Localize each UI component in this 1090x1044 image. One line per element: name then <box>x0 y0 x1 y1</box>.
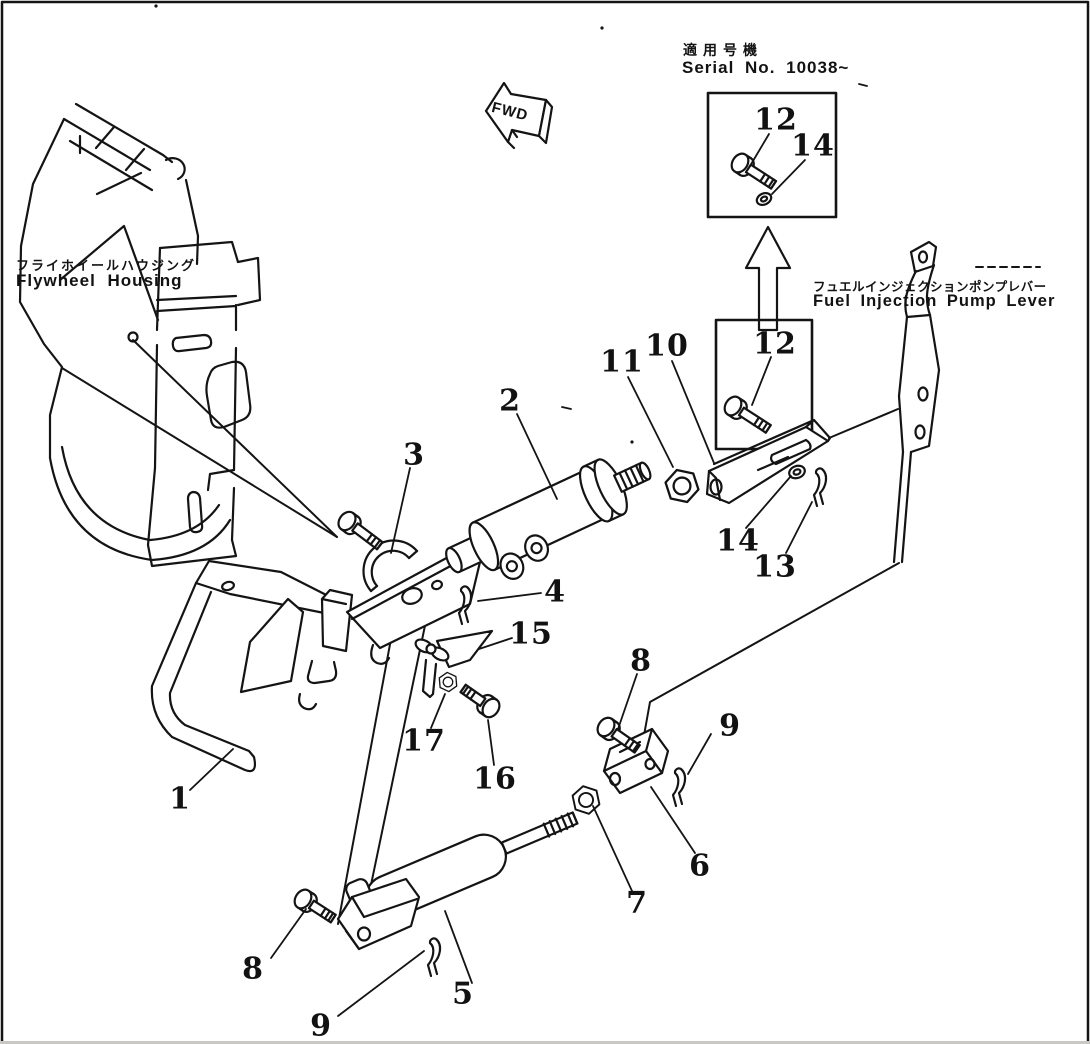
part-label-2: 2 <box>499 383 521 419</box>
part-label-10: 10 <box>645 328 689 364</box>
part-label-8-mid: 8 <box>630 643 652 679</box>
part-label-12-serial: 12 <box>754 102 798 138</box>
serial-caption-en: Serial No. 10038~ <box>682 58 850 77</box>
specks <box>154 4 634 444</box>
nut-11 <box>664 468 700 504</box>
part-label-17: 17 <box>402 723 446 759</box>
serial-caption-jp: 適用号機 <box>683 43 763 59</box>
bolt-12-top <box>730 152 778 190</box>
flywheel-housing-caption-jp: フライホイールハウジング <box>16 259 197 274</box>
part-label-8-bottom: 8 <box>242 951 264 987</box>
part-label-11: 11 <box>600 344 644 380</box>
fwd-arrow-icon <box>484 81 554 150</box>
part-label-13: 13 <box>753 549 797 585</box>
pump-lever-drawing <box>892 240 941 564</box>
washer-14-mid <box>788 464 806 480</box>
cotter-pin-9-bottom <box>426 937 442 978</box>
part-label-4: 4 <box>544 574 566 610</box>
part-label-9-mid: 9 <box>719 708 741 744</box>
part-label-16: 16 <box>473 761 517 797</box>
housing-bolt-hole <box>127 331 139 343</box>
cotter-pin-13 <box>812 467 828 508</box>
part-label-15: 15 <box>509 616 553 652</box>
bolt-8-bottom <box>293 888 337 924</box>
flywheel-housing-drawing <box>18 102 262 568</box>
fuel-pump-lever-caption-jp: フュエルインジェクションポンプレバー <box>813 279 1047 294</box>
bolt-3 <box>337 510 384 551</box>
bolt-8-mid <box>596 716 641 754</box>
nut-7 <box>571 785 601 815</box>
washer-14-top <box>755 191 773 207</box>
label-leader-lines <box>189 133 813 1017</box>
part-label-7: 7 <box>626 885 648 921</box>
block-6-drawing <box>602 727 670 795</box>
assembly-pointer-lines <box>61 266 1041 929</box>
serial-detail-box <box>706 91 838 219</box>
bracket-drawing <box>150 559 391 773</box>
cylinder-bosses <box>499 534 550 580</box>
cotter-pin-9-mid <box>671 767 687 808</box>
bolt-12-box <box>723 395 772 434</box>
cylinder-2-drawing <box>445 458 652 580</box>
cotter-pin-4 <box>457 585 473 626</box>
wing-clip-15-drawing <box>414 629 494 699</box>
nut-17 <box>438 671 458 693</box>
flywheel-housing-caption-en: Flywheel Housing <box>16 271 183 290</box>
actuator-clevis-drawing <box>336 877 421 951</box>
fuel-pump-lever-caption-en: Fuel Injection Pump Lever <box>813 292 1056 310</box>
part-label-14-mid: 14 <box>716 523 760 559</box>
part-label-5: 5 <box>452 976 474 1012</box>
part-label-14-serial: 14 <box>791 128 835 164</box>
part-label-6: 6 <box>689 848 711 884</box>
pivot-plate-drawing <box>345 553 482 650</box>
part-label-12-detail: 12 <box>753 326 797 362</box>
part-label-9-bottom: 9 <box>310 1008 332 1044</box>
up-block-arrow <box>744 225 792 332</box>
part-label-3: 3 <box>403 437 425 473</box>
bolt-16 <box>459 683 501 719</box>
yoke-rod-end-drawing <box>705 418 832 505</box>
part-label-1: 1 <box>169 781 191 817</box>
